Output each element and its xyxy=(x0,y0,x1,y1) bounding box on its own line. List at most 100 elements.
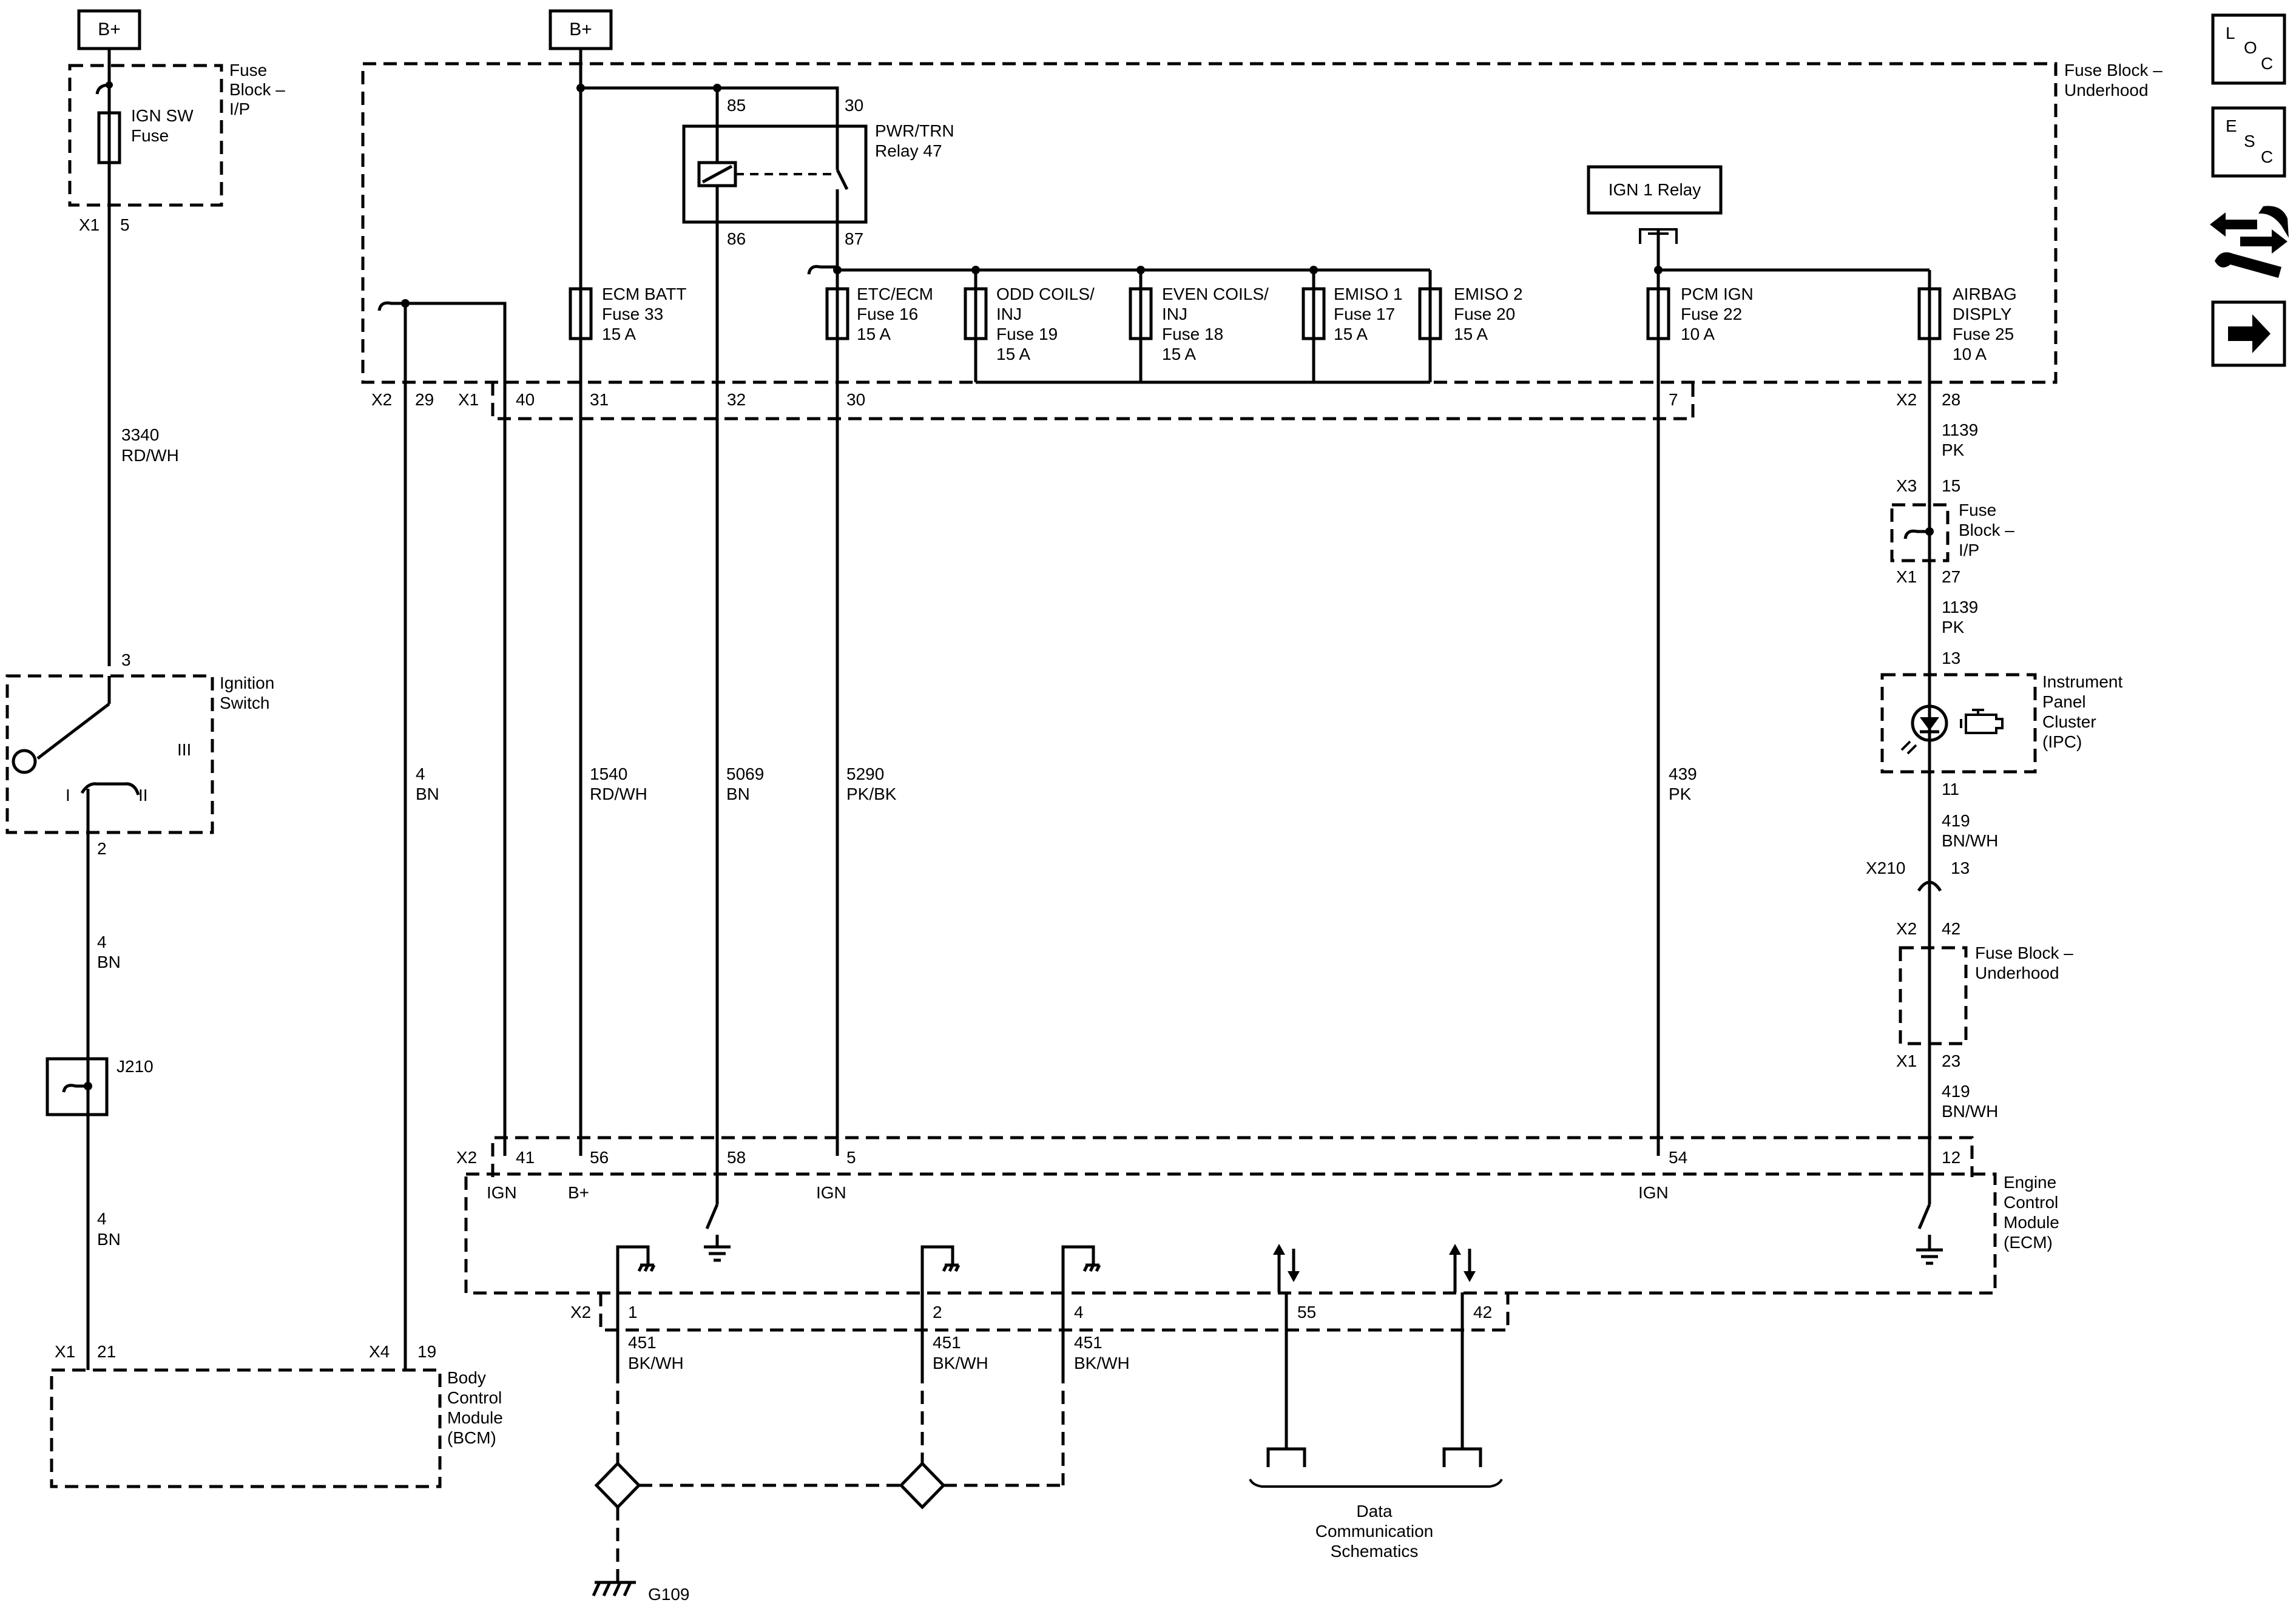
ipc-title-2: Panel xyxy=(2042,692,2086,711)
esc-button[interactable]: E S C xyxy=(2211,106,2286,178)
ipc-pin-bottom: 11 xyxy=(1942,780,1959,798)
fuse-pcm-ign-rating: 10 A xyxy=(1681,325,1715,343)
bcm-x4-pin: 19 xyxy=(417,1342,436,1361)
wire-1139-color: PK xyxy=(1942,441,1965,459)
bcm-title-2: Control xyxy=(447,1388,502,1407)
fuse-block-underhood-right: Fuse Block – Underhood xyxy=(1899,944,2073,1045)
next-page-button[interactable] xyxy=(2211,300,2286,367)
esc-letter-e: E xyxy=(2226,116,2237,135)
x1b-connector-right: X1 xyxy=(1896,1052,1917,1070)
fuse-uh-pin-40: 40 xyxy=(516,390,535,409)
ipc-title-1: Instrument xyxy=(2042,672,2122,691)
relay-pin-85: 85 xyxy=(727,96,746,115)
ecm-lower-pin-2: 2 xyxy=(933,1303,942,1322)
fuse-block-ip-title-3: I/P xyxy=(229,100,250,118)
ignition-switch: 3 Ignition Switch I II III xyxy=(5,650,274,834)
wire-439-number: 439 xyxy=(1669,765,1697,783)
connector-x210: X210 13 xyxy=(1866,859,1970,892)
wire-4-color: BN xyxy=(97,953,121,971)
loc-letter-l: L xyxy=(2226,24,2235,42)
data-comm-title-1: Data xyxy=(1356,1502,1393,1521)
fuse-uh-pin-29: 29 xyxy=(415,390,434,409)
ignition-position-ii: II xyxy=(138,786,148,805)
fuse-uh-pin-28: 28 xyxy=(1942,390,1960,409)
fuse-block-ip-title-2: Block – xyxy=(229,80,285,99)
wire-4-bn-number: 4 xyxy=(416,765,425,783)
bcm-x1-pin: 21 xyxy=(97,1342,116,1361)
fuse-emiso-2-rating: 15 A xyxy=(1454,325,1488,343)
fuse-ip-pin: 5 xyxy=(120,215,130,234)
wire-1540-color: RD/WH xyxy=(590,785,647,803)
ecm-title-1: Engine xyxy=(2004,1173,2056,1192)
ign-1-relay-label: IGN 1 Relay xyxy=(1609,180,1701,199)
wire-451-c-number: 451 xyxy=(1074,1333,1102,1352)
fuse-emiso-2-number: Fuse 20 xyxy=(1454,305,1515,323)
fuse-pcm-ign-number: Fuse 22 xyxy=(1681,305,1742,323)
fuse-pcm-ign: PCM IGN Fuse 22 10 A xyxy=(1646,285,1754,343)
fuse-airbag-number: Fuse 25 xyxy=(1953,325,2014,343)
ecm-ground-switch-12 xyxy=(1916,1156,1943,1265)
engine-control-module xyxy=(464,1172,1997,1295)
wire-1540-number: 1540 xyxy=(590,765,627,783)
wire-1139-number: 1139 xyxy=(1942,420,1978,439)
ipc-pin-top: 13 xyxy=(1942,649,1960,667)
fuse-ip-right-title-3: I/P xyxy=(1959,541,1979,559)
ign-1-relay: IGN 1 Relay xyxy=(1587,165,1723,270)
wire-1139-lower-color: PK xyxy=(1942,618,1965,636)
fuse-etc-ecm: ETC/ECM Fuse 16 15 A xyxy=(825,285,933,343)
ecm-label-ign-2: IGN xyxy=(816,1183,846,1202)
ecm-pin-58: 58 xyxy=(727,1148,746,1167)
fuse-uh-pin-7: 7 xyxy=(1669,390,1678,409)
ecm-pin-54: 54 xyxy=(1669,1148,1687,1167)
fuse-airbag-disply: AIRBAG DISPLY Fuse 25 10 A xyxy=(1917,285,2017,363)
ignition-switch-title-2: Switch xyxy=(220,694,269,712)
fuse-block-underhood-title-1: Fuse Block – xyxy=(2064,61,2163,79)
x1b-pin-right: 23 xyxy=(1942,1052,1960,1070)
ign-sw-fuse-label: Fuse xyxy=(131,126,169,145)
fuse-block-ip-title-1: Fuse xyxy=(229,61,267,79)
ecm-ground-switch-58 xyxy=(704,1156,731,1262)
loc-button[interactable]: L O C xyxy=(2211,13,2286,85)
ground-g109-label: G109 xyxy=(648,1585,690,1604)
wire-451-a-number: 451 xyxy=(628,1333,657,1352)
ecm-label-ign-1: IGN xyxy=(487,1183,517,1202)
fuse-even-coils: EVEN COILS/ INJ Fuse 18 15 A xyxy=(1129,266,1269,382)
fuse-odd-coils-name: ODD COILS/ xyxy=(996,285,1095,303)
ignition-switch-pin-top: 3 xyxy=(121,650,131,669)
b-plus-label: B+ xyxy=(98,19,121,39)
wire-419-number: 419 xyxy=(1942,811,1970,830)
wire-4-lower-number: 4 xyxy=(97,1209,107,1228)
fuse-airbag-rating: 10 A xyxy=(1953,345,1987,363)
ecm-label-ign-3: IGN xyxy=(1638,1183,1669,1202)
ecm-lower-pin-55: 55 xyxy=(1297,1303,1316,1322)
loc-letter-o: O xyxy=(2244,38,2257,57)
body-control-module: X1 21 X4 19 Body Control Module (BCM) xyxy=(50,1342,503,1488)
instrument-panel-cluster: Instrument Panel Cluster (IPC) xyxy=(1880,672,2122,774)
x210-pin: 13 xyxy=(1951,859,1970,877)
fuse-ecm-batt-number: Fuse 33 xyxy=(602,305,663,323)
wire-451-b-color: BK/WH xyxy=(933,1354,988,1372)
fuse-uh-right-title-1: Fuse Block – xyxy=(1975,944,2073,962)
ecm-lower-pin-42: 42 xyxy=(1473,1303,1492,1322)
component-wrench-icon[interactable] xyxy=(2210,206,2289,278)
fuse-uh-x2-connector: X2 xyxy=(371,390,392,409)
b-plus-label-center: B+ xyxy=(569,19,592,39)
bcm-title-1: Body xyxy=(447,1368,486,1387)
data-comm-title-2: Communication xyxy=(1315,1522,1434,1541)
wire-3340-number: 3340 xyxy=(121,425,159,444)
ignition-position-iii: III xyxy=(177,740,191,759)
fuse-ecm-batt-name: ECM BATT xyxy=(602,285,686,303)
fuse-uh-pin-30: 30 xyxy=(846,390,865,409)
fuse-uh-pin-32: 32 xyxy=(727,390,746,409)
wire-419-lower-color: BN/WH xyxy=(1942,1102,1998,1121)
fuse-even-coils-number: Fuse 18 xyxy=(1162,325,1223,343)
relay-number: Relay 47 xyxy=(875,141,942,160)
ecm-pin-56: 56 xyxy=(590,1148,609,1167)
splice-j210: J210 xyxy=(46,1057,154,1116)
ipc-title-4: (IPC) xyxy=(2042,732,2082,751)
fuse-even-coils-name: EVEN COILS/ xyxy=(1162,285,1269,303)
fuse-emiso-1-rating: 15 A xyxy=(1334,325,1368,343)
bcm-x1-connector: X1 xyxy=(55,1342,75,1361)
data-communication-reference[interactable]: Data Communication Schematics xyxy=(1249,1447,1503,1561)
x2-connector-right: X2 xyxy=(1896,919,1917,938)
